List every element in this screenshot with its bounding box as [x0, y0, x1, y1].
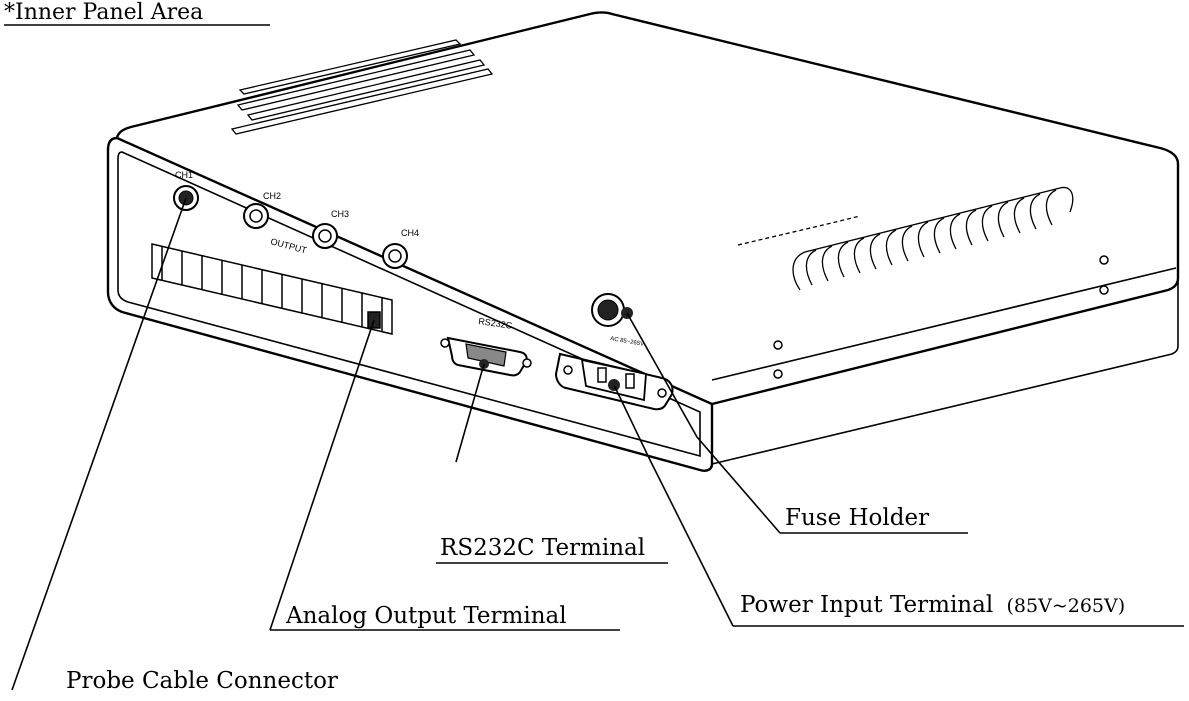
fuse-holder-leader	[626, 312, 781, 534]
front-panel-outer	[106, 136, 714, 472]
power-input-terminal-callout: Power Input Terminal (85V~265V)	[740, 592, 1125, 618]
probe-cable-leader	[11, 197, 187, 691]
side-screws	[773, 255, 1109, 379]
bnc-connectors: CH1 CH2 CH3 CH4 OUTPUT	[173, 170, 419, 269]
callout-leader-lines	[11, 197, 1184, 691]
analog-output-terminal-callout: Analog Output Terminal	[285, 603, 567, 629]
side-vents	[737, 186, 1074, 291]
svg-text:CH2: CH2	[263, 191, 281, 201]
bnc-connector-ch2: CH2	[243, 191, 281, 229]
svg-text:CH4: CH4	[401, 228, 419, 238]
power-rating-label: AC 85~265V	[610, 336, 645, 348]
front-panel-inner	[117, 151, 701, 458]
power-inlet	[554, 352, 674, 411]
screw-icon	[1099, 255, 1109, 265]
device-body	[106, 11, 1180, 472]
probe-cable-connector-callout: Probe Cable Connector	[66, 668, 338, 694]
svg-text:CH3: CH3	[331, 209, 349, 219]
rs232c-terminal-callout: RS232C Terminal	[440, 535, 645, 561]
fuse-holder	[591, 293, 633, 327]
svg-text:CH1: CH1	[175, 170, 193, 180]
bnc-connector-ch3: CH3	[312, 209, 349, 249]
diagram-heading: *Inner Panel Area	[4, 0, 203, 25]
rs232c-leader	[455, 363, 485, 463]
screw-icon	[773, 369, 783, 379]
fuse-holder-callout: Fuse Holder	[785, 505, 929, 531]
screw-icon	[773, 340, 783, 350]
device-top-outline	[115, 11, 1180, 198]
screw-icon	[1099, 285, 1109, 295]
device-bottom-edge	[711, 353, 1173, 465]
top-vents	[230, 39, 494, 135]
rs232c-connector: RS232C	[440, 316, 532, 377]
bnc-connector-ch4: CH4	[382, 228, 419, 269]
device-side-seam	[711, 267, 1177, 381]
analog-output-leader	[269, 319, 375, 631]
bnc-connector-ch1: CH1	[173, 170, 199, 211]
output-label: OUTPUT	[269, 236, 308, 255]
power-input-leader	[613, 384, 734, 627]
svg-text:RS232C: RS232C	[478, 316, 514, 331]
